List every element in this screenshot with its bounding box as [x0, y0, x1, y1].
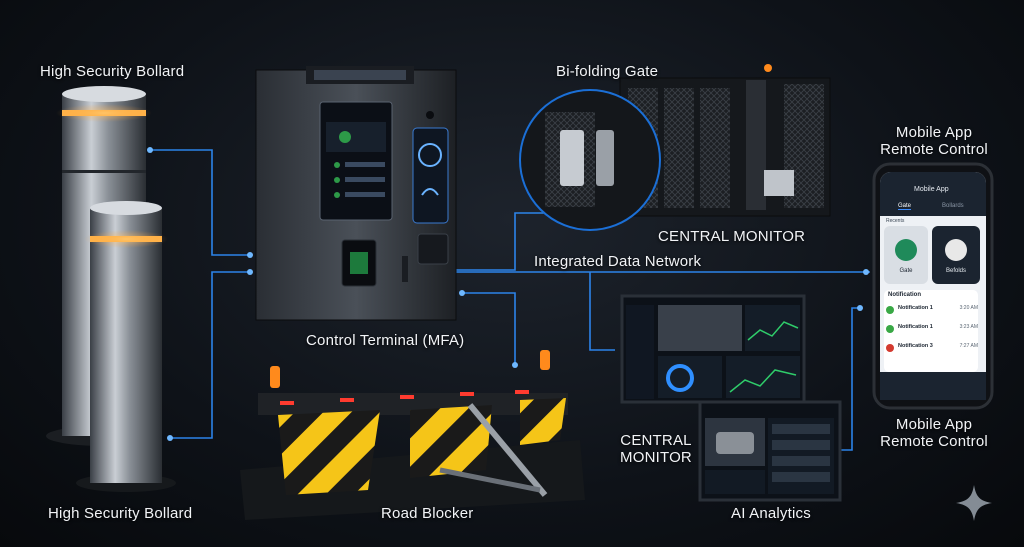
network-line-terminal-gate — [410, 212, 545, 271]
notification-title: Notification 1 — [898, 324, 933, 330]
label-mobile-bottom: Mobile App Remote Control — [880, 416, 988, 450]
label-mobile-top: Mobile App Remote Control — [880, 124, 988, 158]
bollard-front — [76, 201, 176, 492]
label-road-blocker: Road Blocker — [381, 505, 474, 522]
label-ai-analytics: AI Analytics — [731, 505, 811, 522]
tab-bollards[interactable]: Bollards — [942, 203, 964, 209]
notification-title: Notification 3 — [898, 343, 933, 349]
network-lines — [150, 149, 870, 451]
notification-status-icon — [886, 344, 894, 352]
notification-title: Notification 1 — [898, 305, 933, 311]
ai-analytics-monitor — [698, 400, 842, 502]
notification-row[interactable]: Notification 1 3:23 AM — [886, 323, 978, 337]
label-central-monitor-bottom: CENTRAL MONITOR — [620, 432, 692, 466]
notification-header: Notification — [888, 292, 921, 298]
tile-gate-label[interactable]: Gate — [899, 268, 913, 274]
notification-time: 3:23 AM — [959, 324, 978, 330]
notification-row[interactable]: Notification 1 3:20 AM — [886, 304, 978, 318]
network-line-bollard-top — [150, 149, 250, 256]
network-line-ai — [840, 307, 860, 451]
tab-gate[interactable]: Gate — [898, 203, 912, 210]
notification-time: 7:27 AM — [959, 343, 978, 349]
notification-list: Notification 1 3:20 AM Notification 1 3:23 … — [886, 304, 978, 361]
phone-screen: Mobile App Gate Bollards Recents Gate Be… — [880, 172, 986, 400]
notification-status-icon — [886, 306, 894, 314]
mobile-phone — [872, 162, 994, 410]
network-line-blocker — [462, 292, 516, 365]
notification-row[interactable]: Notification 3 7:27 AM — [886, 342, 978, 356]
label-integrated-network: Integrated Data Network — [534, 253, 702, 270]
control-terminal — [255, 66, 457, 321]
network-line-monitor — [589, 272, 615, 351]
road-blocker — [240, 350, 585, 520]
bifolding-gate — [519, 64, 831, 231]
label-bollard-top: High Security Bollard — [40, 63, 185, 80]
label-control-terminal: Control Terminal (MFA) — [306, 332, 465, 349]
tile-befolds-label[interactable]: Befolds — [945, 268, 966, 274]
network-line-bollard-bottom — [170, 271, 250, 439]
central-monitor — [620, 294, 806, 414]
label-bifolding-gate: Bi-folding Gate — [556, 63, 659, 80]
network-nodes — [147, 147, 869, 441]
notification-status-icon — [886, 325, 894, 333]
label-central-monitor-top: CENTRAL MONITOR — [658, 228, 806, 245]
sparkle-icon — [956, 485, 992, 521]
phone-app-title: Mobile App — [914, 186, 949, 193]
notification-time: 3:20 AM — [959, 305, 978, 311]
label-bollard-bottom: High Security Bollard — [48, 505, 193, 522]
recents-label: Recents — [886, 218, 905, 224]
